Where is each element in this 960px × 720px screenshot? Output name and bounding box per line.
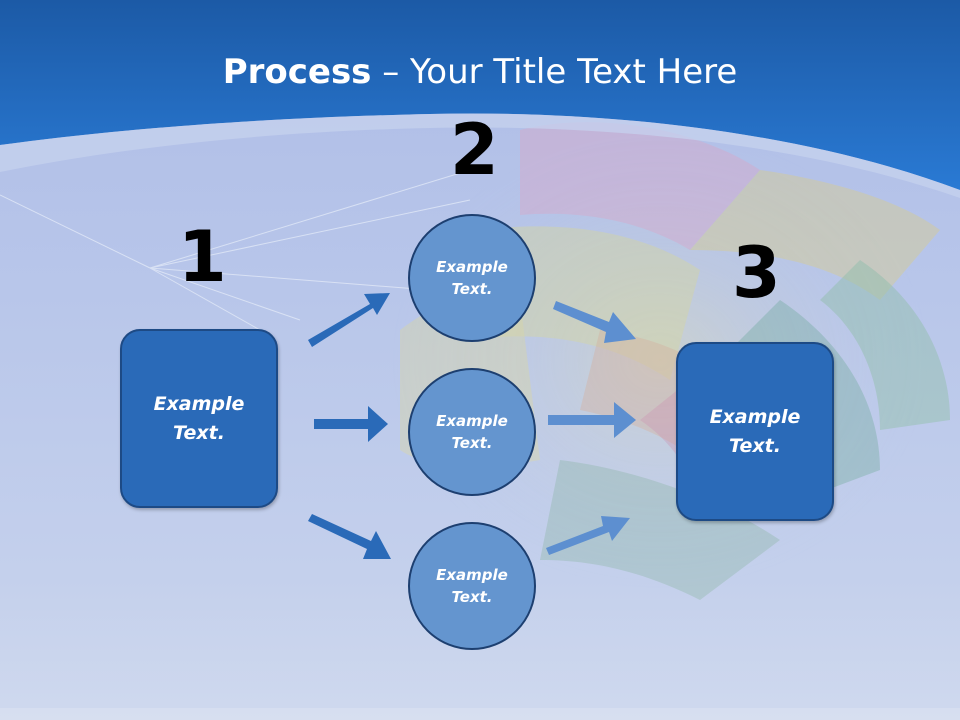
- title-bold: Process: [222, 52, 372, 92]
- step-3-line2: Text.: [729, 434, 781, 457]
- horizon-strip: [0, 708, 960, 720]
- header-band: [0, 0, 960, 190]
- step-number-2: 2: [450, 109, 499, 191]
- step-1-line1: Example: [153, 393, 245, 415]
- arrow-from-middle-circle: [548, 402, 636, 438]
- circle-bottom-line1: Example: [436, 565, 508, 584]
- step-3-box: Example Text.: [676, 342, 834, 521]
- circle-middle: Example Text.: [408, 368, 536, 496]
- circle-bottom-line2: Text.: [451, 588, 493, 606]
- arrow-to-middle-circle: [314, 406, 388, 442]
- step-3-line1: Example: [709, 406, 801, 428]
- circle-top: Example Text.: [408, 214, 536, 342]
- arrows-right-group: [546, 301, 636, 555]
- circle-bottom: Example Text.: [408, 522, 536, 650]
- arrows-left-group: [308, 293, 391, 559]
- circle-top-line2: Text.: [451, 280, 493, 298]
- circle-middle-line1: Example: [436, 411, 508, 430]
- step-number-1: 1: [178, 216, 227, 298]
- step-1-box: Example Text.: [120, 329, 278, 508]
- slide-title: Process – Your Title Text Here: [0, 52, 960, 92]
- arrow-to-top-circle: [308, 293, 390, 347]
- rigging-lines: [0, 169, 471, 331]
- title-rest: – Your Title Text Here: [371, 52, 738, 92]
- arrow-to-bottom-circle: [308, 514, 391, 559]
- circle-middle-line2: Text.: [451, 434, 493, 452]
- step-1-line2: Text.: [173, 421, 225, 444]
- arrow-from-bottom-circle: [546, 516, 630, 555]
- arrow-from-top-circle: [553, 301, 636, 343]
- circle-top-line1: Example: [436, 257, 508, 276]
- header-swoosh: [0, 113, 960, 198]
- step-number-3: 3: [732, 232, 781, 314]
